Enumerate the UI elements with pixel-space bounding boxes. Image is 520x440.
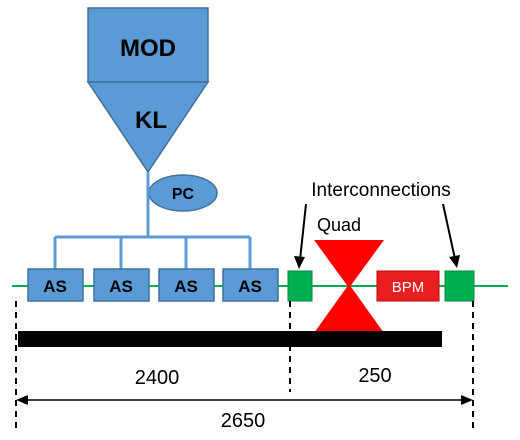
quad-bowtie-top bbox=[314, 240, 384, 288]
accelerating-structure-box bbox=[93, 268, 150, 302]
support-bar bbox=[18, 331, 442, 347]
accelerating-structure-label: AS bbox=[43, 277, 67, 296]
bpm-box bbox=[376, 270, 440, 302]
klystron-label: KL bbox=[135, 107, 167, 134]
total-dimension-arrow bbox=[16, 395, 473, 405]
interconnections-label: Interconnections bbox=[311, 180, 450, 201]
modulator-box bbox=[87, 7, 209, 83]
dimension-label-section-b: 250 bbox=[358, 365, 391, 387]
interconnection-right bbox=[444, 270, 475, 302]
interconnection-arrows bbox=[294, 203, 460, 269]
dimension-label-section-a: 2400 bbox=[135, 367, 180, 389]
power-coupler-label: PC bbox=[172, 186, 195, 203]
accelerating-structure-label: AS bbox=[174, 277, 198, 296]
accelerating-structure-box bbox=[222, 268, 279, 302]
klystron-funnel bbox=[86, 81, 210, 174]
interconnection-left bbox=[287, 270, 313, 302]
accelerating-structure-label: AS bbox=[109, 277, 133, 296]
bpm-label: BPM bbox=[392, 279, 425, 296]
accelerating-structure-box bbox=[158, 268, 215, 302]
waveguide-distribution bbox=[53, 172, 252, 269]
dimension-label-total: 2650 bbox=[221, 410, 266, 432]
quad-bowtie-bottom bbox=[314, 284, 384, 333]
quad-label: Quad bbox=[317, 215, 361, 235]
modulator-label: MOD bbox=[120, 35, 176, 62]
accelerating-structure-box bbox=[27, 268, 84, 302]
dimension-guides bbox=[15, 301, 474, 428]
accelerating-structure-label: AS bbox=[238, 277, 262, 296]
